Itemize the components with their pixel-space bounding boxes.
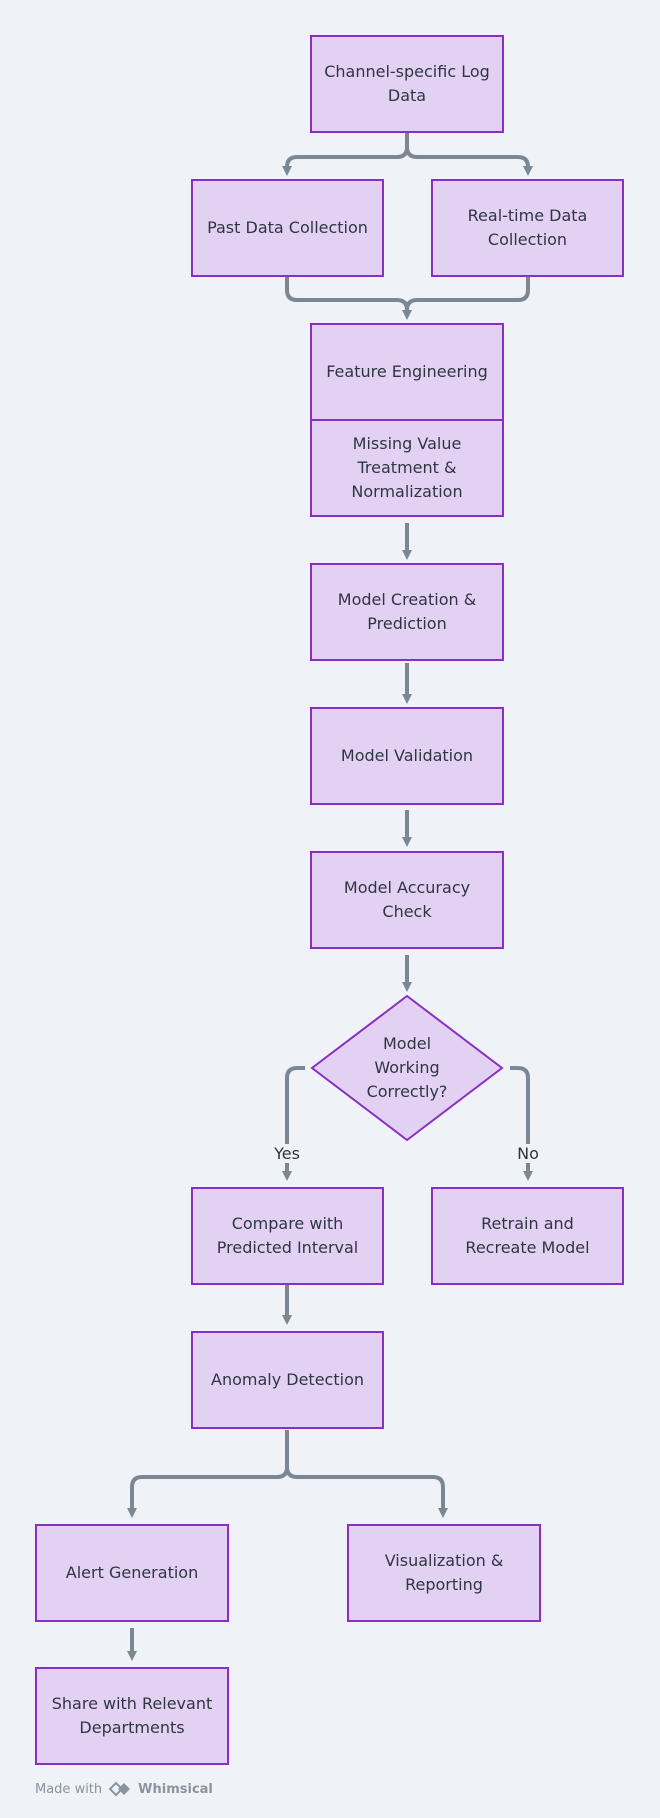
whimsical-logo-icon bbox=[108, 1781, 131, 1797]
node-compare-interval: Compare with Predicted Interval bbox=[191, 1187, 384, 1285]
node-model-validation: Model Validation bbox=[310, 707, 504, 805]
edge-decision-no bbox=[510, 1066, 533, 1181]
node-retrain: Retrain and Recreate Model bbox=[431, 1187, 624, 1285]
decision-label: Model Working Correctly? bbox=[366, 1034, 448, 1101]
node-accuracy-check: Model Accuracy Check bbox=[310, 851, 504, 949]
edge-label-no: No bbox=[515, 1144, 541, 1163]
node-alert-generation: Alert Generation bbox=[35, 1524, 229, 1622]
node-channel-log: Channel-specific Log Data bbox=[310, 35, 504, 133]
edge-channel-to-past bbox=[282, 133, 409, 176]
node-missing-value: Missing Value Treatment & Normalization bbox=[310, 419, 504, 517]
edge-decision-yes bbox=[282, 1066, 305, 1181]
decision-diamond bbox=[310, 994, 504, 1142]
edge-label-yes: Yes bbox=[272, 1144, 302, 1163]
node-feature-engineering: Feature Engineering bbox=[310, 323, 504, 421]
footer-attribution: Made with Whimsical bbox=[35, 1781, 213, 1797]
node-share-departments: Share with Relevant Departments bbox=[35, 1667, 229, 1765]
node-realtime-data: Real-time Data Collection bbox=[431, 179, 624, 277]
edge-past-to-feature bbox=[285, 277, 412, 320]
node-model-creation: Model Creation & Prediction bbox=[310, 563, 504, 661]
edge-channel-to-realtime bbox=[405, 133, 533, 176]
made-with-label: Made with bbox=[35, 1781, 103, 1797]
edge-anomaly-to-alert bbox=[127, 1430, 289, 1518]
node-past-data: Past Data Collection bbox=[191, 179, 384, 277]
node-anomaly-detection: Anomaly Detection bbox=[191, 1331, 384, 1429]
edge-realtime-to-feature bbox=[405, 277, 530, 311]
node-visualization: Visualization & Reporting bbox=[347, 1524, 541, 1622]
edge-anomaly-to-visualization bbox=[285, 1430, 448, 1518]
whimsical-brand[interactable]: Whimsical bbox=[138, 1781, 213, 1797]
